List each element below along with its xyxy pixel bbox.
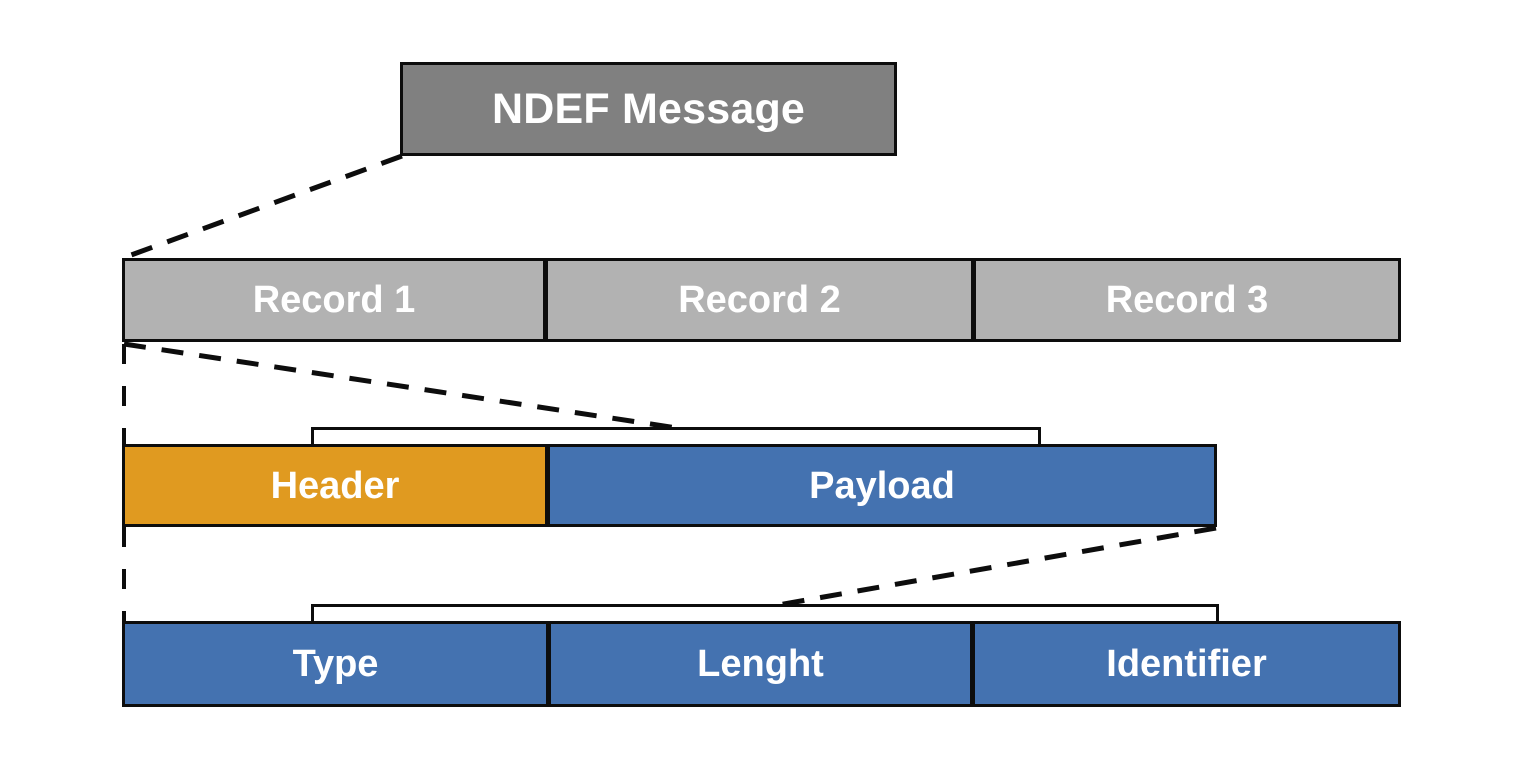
payload-parts-row: Type Lenght Identifier	[122, 621, 1402, 707]
connector-payload-to-parts	[777, 525, 1217, 608]
connector-record-to-parts	[123, 341, 678, 431]
records-row: Record 1 Record 2 Record 3	[122, 258, 1402, 342]
type-cell: Type	[122, 621, 549, 707]
record-parts-row: Header Payload	[122, 444, 1217, 527]
type-label: Type	[292, 643, 379, 685]
connector-message-to-records	[122, 153, 403, 261]
ndef-message-box: NDEF Message	[400, 62, 897, 156]
lenght-cell: Lenght	[548, 621, 973, 707]
record-2-label: Record 2	[678, 279, 841, 321]
header-cell: Header	[122, 444, 548, 527]
payload-label: Payload	[809, 464, 955, 507]
identifier-label: Identifier	[1106, 643, 1267, 685]
lenght-label: Lenght	[697, 643, 824, 685]
record-3-label: Record 3	[1105, 279, 1269, 321]
record-cell-2: Record 2	[545, 258, 974, 342]
header-label: Header	[270, 464, 400, 507]
record-cell-1: Record 1	[122, 258, 546, 342]
record-cell-3: Record 3	[973, 258, 1401, 342]
identifier-cell: Identifier	[972, 621, 1401, 707]
ndef-message-label: NDEF Message	[491, 84, 806, 133]
record-1-label: Record 1	[252, 279, 416, 321]
payload-cell: Payload	[547, 444, 1217, 527]
